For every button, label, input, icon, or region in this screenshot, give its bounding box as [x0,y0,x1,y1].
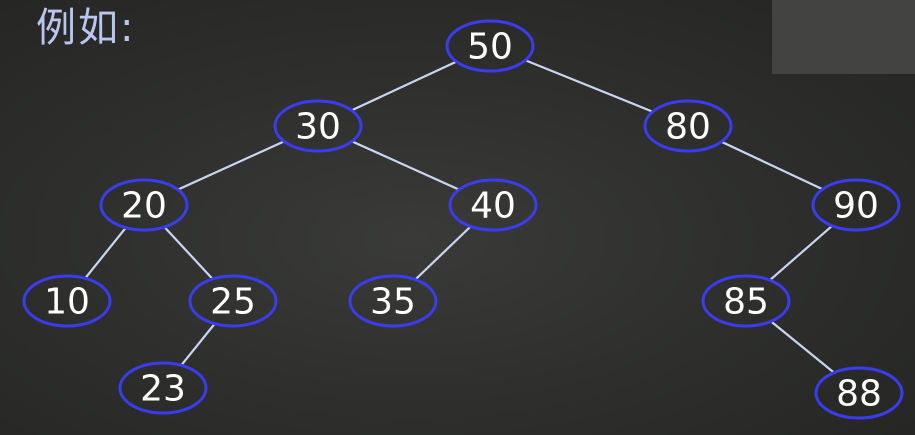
tree-edges [84,59,835,374]
tree-node-outline [701,274,791,328]
tree-node-outline [348,274,438,328]
tree-node-10: 10 [22,274,112,328]
tree-node-23: 23 [118,361,208,415]
tree-node-50: 50 [445,19,535,73]
tree-node-25: 25 [188,274,278,328]
tree-node-88: 88 [814,366,904,420]
corner-overlay-box [772,0,915,74]
tree-edge-85-88 [770,320,835,374]
tree-node-30: 30 [273,99,363,153]
tree-node-label: 20 [121,186,167,227]
tree-node-label: 10 [44,282,90,323]
tree-edge-80-90 [720,140,824,191]
tree-edge-30-40 [351,140,460,191]
tree-node-label: 50 [467,27,513,68]
tree-node-outline [118,361,208,415]
tree-node-label: 88 [836,374,882,415]
slide-caption: 例如: [36,5,136,51]
tree-node-outline [188,274,278,328]
tree-node-label: 80 [665,107,711,148]
tree-node-outline [811,178,901,232]
tree-edge-20-25 [163,226,214,280]
tree-node-outline [273,99,363,153]
tree-edge-90-85 [769,224,833,282]
tree-node-label: 40 [470,186,516,227]
tree-edge-50-80 [524,59,654,113]
tree-edge-20-10 [84,226,127,280]
tree-edge-30-20 [177,140,285,191]
tree-node-label: 23 [140,369,186,410]
tree-node-outline [448,178,538,232]
tree-node-label: 35 [370,282,416,323]
tree-node-40: 40 [448,178,538,232]
tree-node-80: 80 [643,99,733,153]
tree-node-label: 25 [210,282,256,323]
tree-edge-50-30 [351,60,457,112]
tree-node-label: 90 [833,186,879,227]
tree-nodes: 50 30 80 20 40 90 10 25 35 85 23 88 [22,19,904,420]
tree-node-outline [99,178,189,232]
tree-node-outline [22,274,112,328]
tree-node-label: 85 [723,282,769,323]
tree-node-35: 35 [348,274,438,328]
tree-edge-40-35 [414,225,472,281]
tree-node-label: 30 [295,107,341,148]
tree-node-outline [814,366,904,420]
tree-node-90: 90 [811,178,901,232]
tree-node-85: 85 [701,274,791,328]
tree-node-outline [445,19,535,73]
tree-node-outline [643,99,733,153]
tree-edge-25-23 [180,322,216,367]
tree-node-20: 20 [99,178,189,232]
